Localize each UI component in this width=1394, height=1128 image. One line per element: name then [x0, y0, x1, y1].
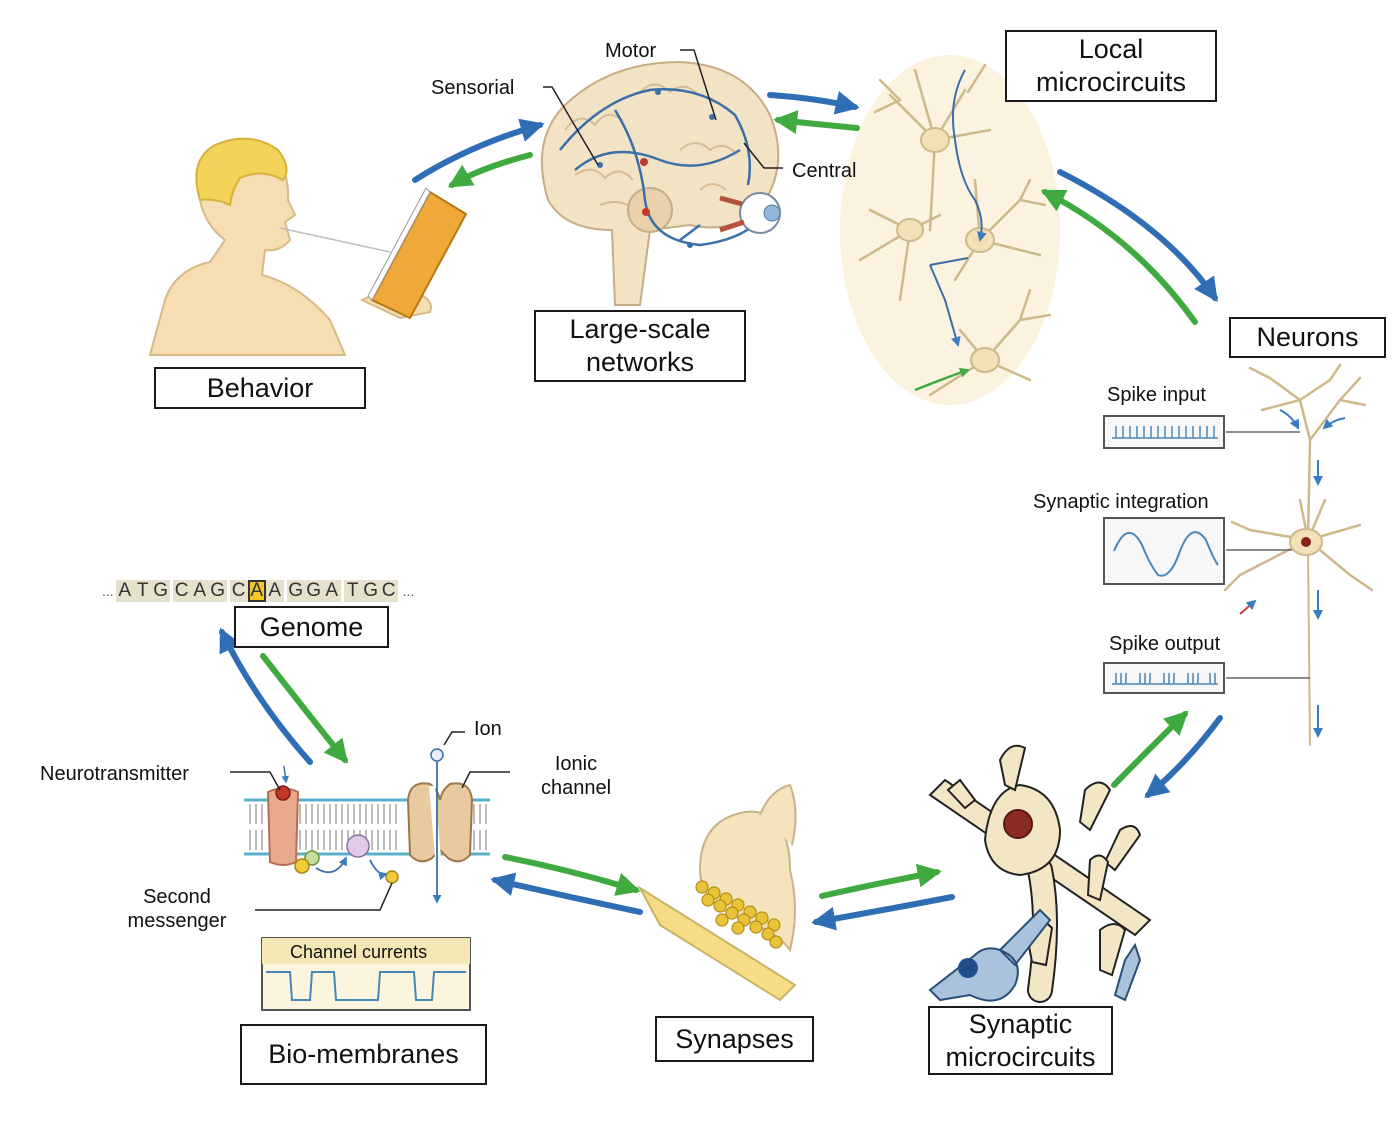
highlighted-base: A	[247, 580, 266, 602]
second-messenger-label-line2: messenger	[127, 910, 227, 932]
base: G	[151, 580, 170, 602]
synaptic-integration-label: Synaptic integration	[1033, 491, 1209, 513]
arrow-networks-to-behavior	[447, 152, 533, 188]
synaptic-micro-label-line2: microcircuits	[945, 1041, 1096, 1072]
synapses-box: Synapses	[655, 1016, 814, 1062]
ionic-channel-label: Ionic channel	[534, 752, 618, 800]
local-label-line1: Local	[1078, 34, 1144, 64]
base: A	[190, 580, 209, 602]
arrow-genome-to-membrane	[260, 653, 348, 764]
base: G	[286, 580, 305, 602]
arrow-synaptic-micro-to-neurons	[1111, 710, 1189, 788]
neurons-label: Neurons	[1256, 322, 1359, 352]
sequence-leading-dots: ...	[102, 583, 114, 599]
synaptic-micro-label-line1: Synaptic	[968, 1008, 1073, 1039]
arrow-synapses-to-synaptic-micro	[819, 863, 942, 899]
membrane-illustration	[230, 731, 510, 911]
pyramidal-neuron-illustration	[1223, 363, 1374, 746]
arrow-behavior-to-networks	[412, 118, 545, 183]
synapses-label: Synapses	[675, 1023, 794, 1054]
arrow-synaptic-micro-to-synapses	[811, 894, 955, 931]
spike-output-label: Spike output	[1109, 633, 1221, 655]
large-scale-label-line2: networks	[585, 347, 695, 377]
genome-label: Genome	[259, 611, 364, 642]
channel-currents-title: Channel currents	[290, 942, 428, 962]
large-scale-networks-box: Large-scale networks	[534, 310, 746, 382]
base: A	[265, 580, 284, 602]
arrow-neurons-to-local	[1040, 189, 1198, 325]
synaptic-integration-panel	[1103, 517, 1225, 585]
spike-input-panel	[1103, 415, 1225, 449]
neurons-box: Neurons	[1229, 317, 1386, 358]
book-illustration	[367, 187, 468, 320]
base: G	[361, 580, 380, 602]
arrow-neurons-to-synaptic-micro	[1144, 715, 1223, 799]
ionic-channel-label-line1: Ionic	[554, 753, 598, 775]
ion-label: Ion	[474, 718, 502, 740]
spike-input-label: Spike input	[1107, 384, 1206, 406]
arrow-synapses-to-membrane	[490, 872, 643, 915]
base: T	[343, 580, 362, 602]
synaptic-microcircuit-illustration	[928, 744, 1152, 1003]
base: A	[322, 580, 341, 602]
second-messenger-label: Second messenger	[118, 885, 236, 933]
motor-label: Motor	[605, 40, 657, 62]
person-illustration	[148, 137, 432, 356]
arrow-membrane-to-synapses	[502, 854, 641, 896]
ionic-channel-label-line2: channel	[540, 777, 612, 799]
large-scale-label-line1: Large-scale	[569, 314, 711, 344]
sensorial-label: Sensorial	[431, 77, 515, 99]
base: T	[133, 580, 152, 602]
base: G	[208, 580, 227, 602]
channel-currents-panel	[261, 937, 471, 1011]
spike-output-panel	[1103, 662, 1225, 694]
synaptic-microcircuits-box: Synaptic microcircuits	[928, 1006, 1113, 1075]
brain-illustration	[540, 49, 783, 306]
arrow-networks-to-local	[767, 91, 860, 115]
neurotransmitter-label: Neurotransmitter	[40, 763, 189, 785]
sequence-trailing-dots: ...	[402, 583, 415, 599]
local-microcircuit-illustration	[840, 55, 1060, 405]
local-label-line2: microcircuits	[1035, 67, 1186, 97]
base: C	[229, 580, 248, 602]
central-label: Central	[792, 160, 857, 182]
synapse-illustration	[637, 783, 797, 1002]
base: G	[304, 580, 323, 602]
arrow-membrane-to-genome	[219, 627, 313, 765]
base: C	[172, 580, 191, 602]
bio-membranes-label: Bio-membranes	[268, 1039, 459, 1069]
cycle-arrows	[219, 91, 1223, 931]
bio-membranes-box: Bio-membranes	[240, 1024, 487, 1085]
behavior-label: Behavior	[206, 372, 314, 403]
behavior-box: Behavior	[154, 367, 366, 409]
arrow-local-to-neurons	[1057, 169, 1218, 302]
base: A	[115, 580, 134, 602]
genome-box: Genome	[234, 606, 389, 648]
second-messenger-label-line1: Second	[143, 886, 211, 908]
local-microcircuits-box: Local microcircuits	[1005, 30, 1217, 102]
arrow-local-to-networks	[773, 110, 860, 134]
base: C	[379, 580, 398, 602]
